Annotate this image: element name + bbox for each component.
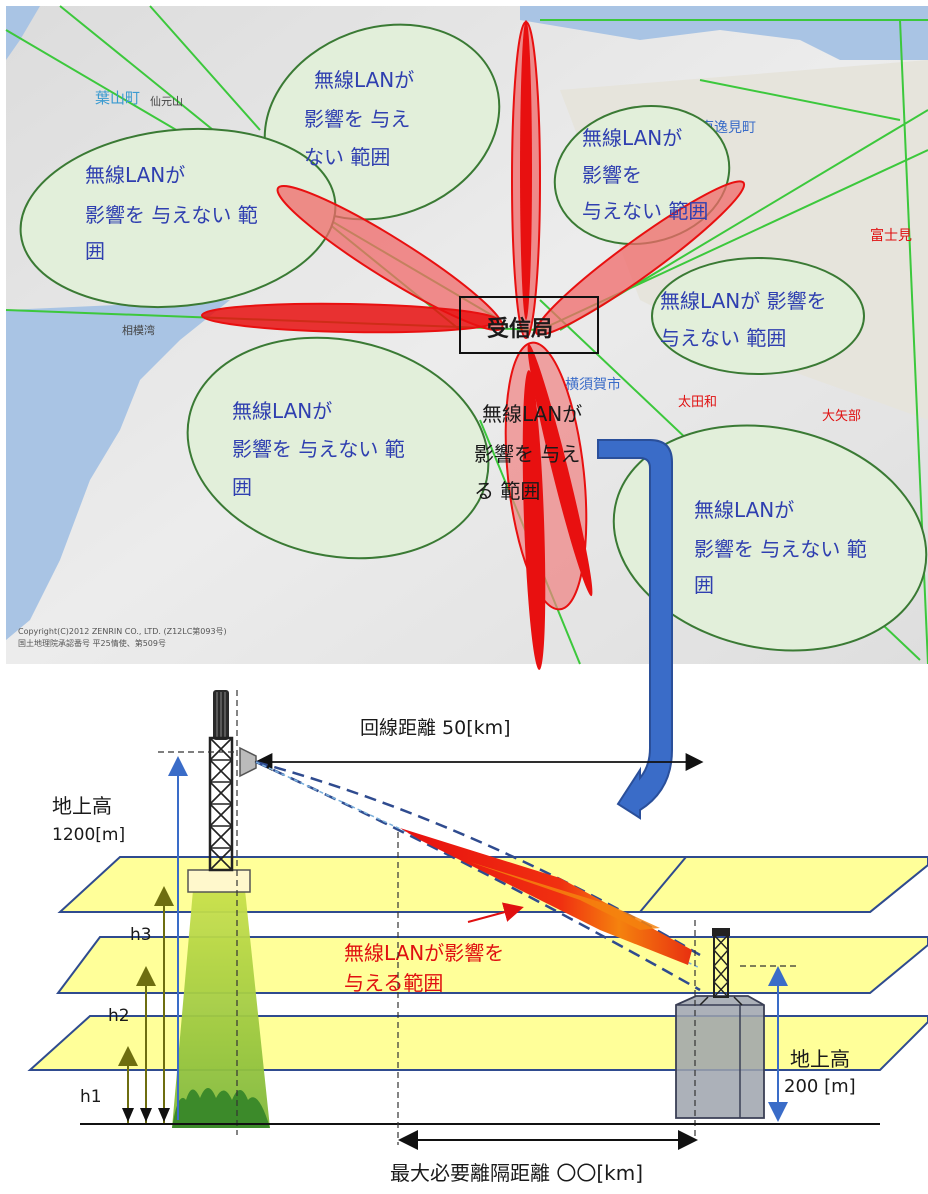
interference-beam	[400, 828, 692, 965]
antenna-icon	[239, 746, 257, 778]
separation-label: 最大必要離隔距離 〇〇[km]	[390, 1161, 643, 1185]
unaffected-zone-east	[651, 257, 865, 375]
tx-height-label: 地上高	[52, 794, 112, 818]
tower-base-platform	[187, 869, 251, 893]
map-label-otawa: 太田和	[678, 395, 717, 410]
zone-label-southeast: 無線LANが 影響を 与えない 範 囲	[694, 498, 873, 597]
zone-label-northeast: 無線LANが 影響を 与えない 範囲	[582, 126, 708, 223]
beam-lobes	[201, 20, 746, 670]
map-copyright-2: 国土地理院承認番号 平25情使、第509号	[18, 638, 166, 648]
unaffected-zone-southeast	[612, 424, 928, 652]
rx-height-value: 200 [m]	[784, 1076, 856, 1097]
tree-grass	[172, 1088, 270, 1128]
map-label-senganyama: 仙元山	[150, 95, 183, 108]
map-copyright: Copyright(C)2012 ZENRIN CO., LTD. (Z12LC…	[18, 626, 227, 636]
line-distance-label: 回線距離 50[km]	[360, 717, 511, 739]
zone-label-southwest: 無線LANが 影響を 与えない 範 囲	[232, 399, 411, 499]
plane-h2	[56, 936, 928, 994]
h1-label: h1	[80, 1087, 102, 1107]
interference-beam-core	[470, 862, 660, 930]
map-label-sagamiwan: 相模湾	[122, 323, 155, 337]
zone-label-north: 無線LANが 影響を 与え ない 範囲	[304, 68, 421, 169]
unaffected-zone-northwest	[19, 127, 337, 309]
rx-height-label: 地上高	[790, 1047, 850, 1071]
receiver-station	[675, 928, 765, 1119]
map-label-fujimi: 富士見	[870, 227, 912, 244]
affected-zone-label: 無線LANが 影響を 与え る 範囲	[474, 402, 589, 503]
sea-west	[6, 300, 230, 640]
zone-label-east: 無線LANが 影響を 与えない 範囲	[660, 289, 833, 350]
affected-range-label: 無線LANが影響を 与える範囲	[344, 941, 511, 995]
transmitter-tower	[208, 690, 257, 872]
beam-upper-boundary	[255, 760, 701, 957]
h-arrow-bottoms	[122, 1108, 170, 1122]
receiving-station-label: 受信局	[487, 316, 553, 342]
transmitter-cone	[172, 890, 270, 1128]
tx-height-value: 1200[m]	[52, 825, 125, 845]
sea-corner	[6, 6, 40, 60]
affected-pointer-arrow	[467, 902, 524, 923]
h3-label: h3	[130, 925, 152, 945]
map-label-yokosuka: 横須賀市	[565, 376, 621, 393]
map-label-oyabe: 大矢部	[822, 409, 861, 424]
map-area: 葉山町 仙元山 相模湾 横須賀市 東逸見町 富士見 太田和 大矢部 Copyri…	[5, 5, 928, 670]
receiving-station-box	[459, 296, 599, 354]
cross-section-diagram: 回線距離 50[km] 地上高 200 [m] 地上高 1200[m	[27, 439, 928, 1185]
map-to-diagram-arrow	[597, 439, 673, 820]
unaffected-zone-southwest	[186, 336, 490, 560]
zone-label-northwest: 無線LANが 影響を 与えない 範 囲	[85, 163, 264, 263]
h2-label: h2	[108, 1006, 130, 1026]
map-label-hayama: 葉山町	[95, 89, 140, 107]
plane-h3-front	[637, 856, 928, 913]
